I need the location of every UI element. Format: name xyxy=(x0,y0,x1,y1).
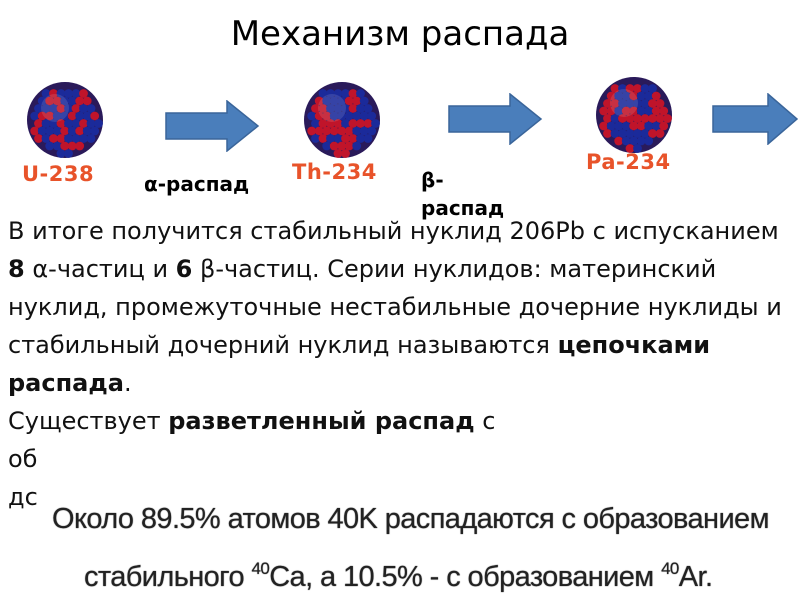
text-run: В итоге получится стабильный нуклид 206P… xyxy=(8,217,779,245)
arrow-right-icon xyxy=(165,100,260,152)
paragraph-fragment: дс xyxy=(8,483,38,511)
paragraph-decay-chain: В итоге получится стабильный нуклид 206P… xyxy=(8,212,788,402)
paragraph-fragment: об xyxy=(8,445,38,473)
nuclide-label-th234: Th-234 xyxy=(292,160,377,184)
decay-label-alpha: α-распад xyxy=(144,172,250,196)
overlay-line-1: Около 89.5% атомов 40K распадаются с обр… xyxy=(52,503,770,535)
text-run: α-частиц и xyxy=(24,255,176,283)
nuclide-label-pa234: Pa-234 xyxy=(586,150,671,174)
text-run: Ca, а 10.5% - с образованием xyxy=(269,561,662,593)
body-text: В итоге получится стабильный нуклид 206P… xyxy=(8,212,788,516)
decay-label-beta-line2: распад xyxy=(421,196,505,220)
paragraph-branched-decay: Существует разветленный распад с xyxy=(8,402,788,440)
text-run: Существует xyxy=(8,407,169,435)
superscript-mass-number: 40 xyxy=(661,559,679,578)
bold-term-branched-decay: разветленный распад xyxy=(168,407,475,435)
arrow-right-icon xyxy=(448,93,543,145)
bold-count-alpha: 8 xyxy=(8,255,25,283)
bold-count-beta: 6 xyxy=(175,255,193,283)
arrow-right-icon xyxy=(712,93,798,145)
text-run: . xyxy=(123,369,132,397)
slide-title: Механизм распада xyxy=(230,14,570,54)
text-run: β-частиц. Серии нуклидов: материнский ну… xyxy=(8,255,782,359)
nucleus-pa234-image xyxy=(596,77,672,153)
nucleus-u238-image xyxy=(27,82,103,158)
superscript-mass-number: 40 xyxy=(251,559,270,578)
text-run: стабильного xyxy=(84,561,252,593)
bold-term-decay-chains: цепочками распада xyxy=(8,331,711,397)
nucleus-th234-image xyxy=(304,82,380,158)
text-run: Ar. xyxy=(678,561,713,593)
text-run: с xyxy=(474,407,496,435)
nuclide-label-u238: U-238 xyxy=(22,162,95,186)
potassium-decay-overlay: Около 89.5% атомов 40K распадаются с обр… xyxy=(44,492,770,600)
decay-label-beta-line1: β- xyxy=(421,168,444,192)
overlay-line-2: стабильного 40Ca, а 10.5% - с образовани… xyxy=(84,546,713,600)
